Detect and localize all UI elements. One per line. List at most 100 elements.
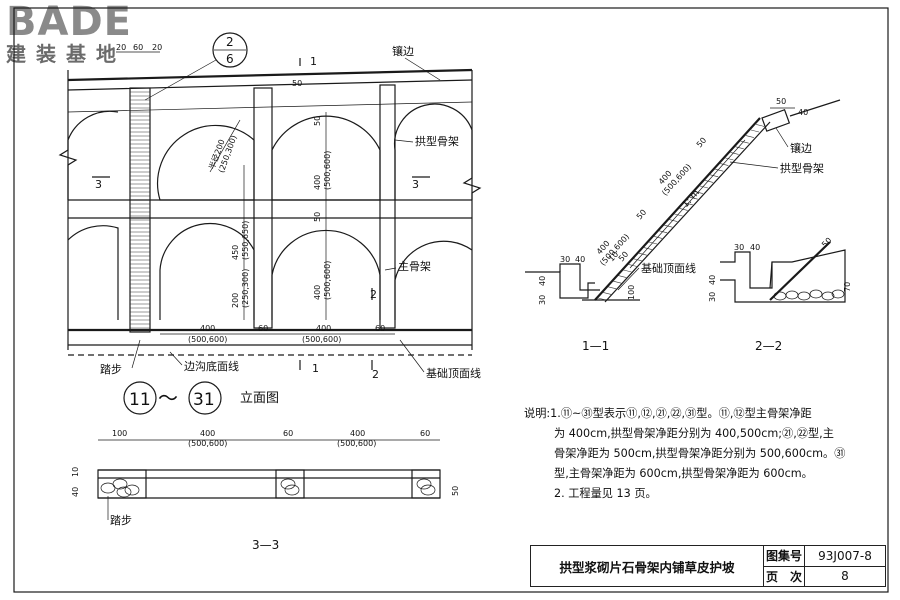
- s11-slope-lower: [594, 117, 761, 301]
- trim-top-edge: [67, 68, 473, 82]
- type-from: 11: [129, 390, 151, 410]
- s33-stone: [284, 484, 300, 496]
- s11-hatch-line: [720, 163, 729, 166]
- dim-450-alt: (550,650): [241, 221, 250, 260]
- s11-dim-40-top: 40: [798, 108, 808, 117]
- s33-rib-block-1: [275, 469, 305, 499]
- trim-inner-line: [67, 101, 473, 113]
- dim-20b: 20: [152, 43, 162, 52]
- dim-400-upper: 400: [313, 175, 322, 190]
- s22-dim-50: 50: [820, 236, 834, 250]
- step-leader: [131, 339, 141, 369]
- s11-hatch-line: [608, 286, 617, 290]
- s33-stone: [416, 478, 432, 490]
- s11-hatch-line: [674, 213, 683, 217]
- detail-ref-leader: [144, 59, 217, 101]
- dim-20a: 20: [116, 43, 126, 52]
- s11-foundation: [525, 271, 595, 299]
- arch-upper-1: [157, 124, 255, 201]
- s11-hatch-line: [648, 241, 658, 245]
- page-label: 页 次: [764, 566, 805, 586]
- s11-foundation-top: [559, 263, 600, 291]
- main-frame-leader: [384, 267, 397, 271]
- s33-step-block: [97, 469, 147, 499]
- foundation-label: 基础顶面线: [426, 366, 481, 380]
- s33-dim-100: 100: [112, 429, 127, 438]
- s33-stone: [280, 478, 296, 490]
- s33-dim-400-b-alt: (500,600): [337, 439, 376, 448]
- s11-trim-leader: [775, 127, 789, 148]
- atlas-label: 图集号: [764, 546, 805, 566]
- arch-upper-3: [393, 103, 473, 200]
- s33-stone: [124, 484, 140, 496]
- s33-stone: [100, 482, 116, 494]
- elevation-view: 1 1 2 2 3 3 20 60 20 2 6 50 镶边 拱型骨架 主骨架 …: [58, 32, 482, 415]
- s11-hatch-line: [750, 129, 760, 133]
- arch-upper-2: [271, 115, 381, 201]
- s11-hatch-line: [654, 236, 663, 239]
- dim-w60-a: 60: [258, 324, 268, 333]
- s22-stone: [831, 289, 845, 299]
- s33-stones: [100, 478, 436, 498]
- s11-dim-50-m: 50: [635, 208, 649, 222]
- s11-base-leader: [617, 267, 640, 291]
- s11-dim-50-s: 50: [695, 136, 709, 150]
- dim-50-top: 50: [292, 79, 302, 88]
- drawing-frame: [13, 7, 889, 593]
- break-line-right: [462, 70, 482, 350]
- main-rib-1: [253, 87, 273, 329]
- s11-trim-block: [761, 109, 791, 132]
- s11-hatch-line: [705, 180, 714, 183]
- page-row: 页 次 8: [764, 565, 885, 586]
- s11-hatch-line: [756, 124, 765, 127]
- s11-trim-label: 镶边: [790, 141, 812, 155]
- type-tilde: 〜: [158, 386, 178, 410]
- section-3-label-left: 3: [95, 178, 102, 191]
- type-to: 31: [193, 390, 215, 410]
- s11-ground-line: [789, 99, 841, 117]
- s11-hatch-line: [618, 275, 627, 278]
- s11-dim-slope-line: [629, 139, 746, 269]
- dim-200-alt: (250,300): [241, 269, 250, 308]
- section-1-label-top: 1: [310, 55, 317, 68]
- s11-hatch-line: [715, 168, 724, 172]
- s11-dim-v40: 40: [538, 276, 547, 286]
- s22-dim-v40: 40: [708, 275, 717, 285]
- type-circle-to: [188, 381, 222, 415]
- note-line-5: 2. 工程量见 13 页。: [554, 487, 657, 500]
- section-1-1: 50 40 镶边 拱型骨架 基础顶面线 50 400 (500,600) 50 …: [525, 97, 841, 353]
- section-1-label-bottom: 1: [312, 362, 319, 375]
- section-2-2: 30 40 50 30 40 70 2—2: [708, 236, 852, 353]
- main-frame-label: 主骨架: [398, 260, 431, 273]
- detail-ref-sheet: 6: [226, 52, 234, 66]
- s22-dim-v70: 70: [843, 282, 852, 292]
- s11-hatch-line: [659, 230, 668, 234]
- detail-ref-number: 2: [226, 35, 234, 49]
- brand-subtitle: 建装基地: [6, 42, 126, 66]
- dim-w60-b: 60: [375, 324, 385, 333]
- main-rib-2: [379, 84, 396, 329]
- s33-dim-400-a-alt: (500,600): [188, 439, 227, 448]
- s22-stone: [797, 291, 811, 301]
- s22-stones: [773, 289, 845, 301]
- s11-hatch-line: [699, 185, 709, 189]
- dim-400-lower-alt: (500,600): [323, 261, 332, 300]
- foundation-leader: [399, 339, 425, 373]
- title-block: 拱型浆砌片石骨架内铺草皮护坡 图集号 93J007-8 页 次 8: [530, 545, 886, 587]
- radius-leader: [209, 119, 241, 173]
- elevation-title: 立面图: [240, 391, 279, 406]
- brand-logo: BADE 建装基地: [6, 2, 156, 72]
- brand-name: BADE: [6, 0, 132, 45]
- s22-label: 2—2: [755, 339, 782, 353]
- page-value: 8: [841, 569, 849, 584]
- s33-stone: [420, 484, 436, 496]
- s11-hatch-line: [730, 152, 739, 155]
- s33-dim-400-b: 400: [350, 429, 365, 438]
- s11-hatch-line: [694, 191, 703, 194]
- ditch-bottom-label: 边沟底面线: [184, 359, 239, 373]
- s22-stone: [821, 291, 835, 301]
- arch-frame-label: 拱型骨架: [415, 134, 459, 148]
- dim-w400-b: 400: [316, 324, 331, 333]
- s33-stone: [116, 486, 132, 498]
- dim-50-r: 50: [313, 116, 322, 126]
